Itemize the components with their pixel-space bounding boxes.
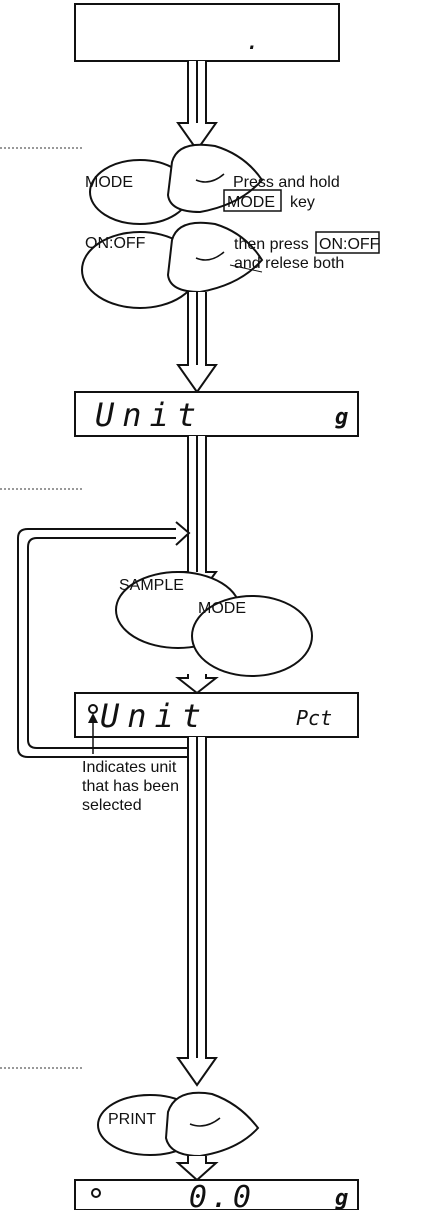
mode-key-box bbox=[223, 189, 282, 212]
print-key-label: PRINT bbox=[108, 1111, 156, 1128]
arrow-4 bbox=[175, 674, 219, 695]
display-4: 0.0 g bbox=[74, 1179, 359, 1210]
display-2-text: Unit bbox=[95, 396, 204, 434]
sample-key-label: SAMPLE bbox=[119, 577, 184, 594]
mode-key-label: MODE bbox=[85, 174, 133, 191]
indicator-note: Indicates unit that has been selected bbox=[82, 713, 179, 814]
display-3: Unit Pct bbox=[74, 692, 359, 738]
instruction-b-line2: and relese both bbox=[234, 255, 344, 272]
display-4-unit: g bbox=[335, 1186, 348, 1210]
display-2: Unit g bbox=[74, 391, 359, 437]
arrow-2 bbox=[176, 292, 218, 394]
instruction-b-key: ON:OFF bbox=[319, 236, 380, 253]
display-4-value: 0.0 bbox=[189, 1180, 255, 1210]
note-line-1: Indicates unit bbox=[82, 759, 177, 776]
mode-key-2-shape bbox=[191, 595, 313, 677]
display-3-unit: Pct bbox=[296, 706, 332, 730]
step-3-keys: PRINT bbox=[97, 1091, 260, 1158]
step-1-keys: MODE ON:OFF bbox=[81, 143, 264, 309]
display-1: . bbox=[74, 3, 340, 62]
display-3-text: Unit bbox=[100, 697, 209, 735]
loop-back-arrow bbox=[17, 521, 197, 758]
instruction-a-key: MODE bbox=[227, 194, 275, 211]
finger-1 bbox=[166, 143, 264, 214]
instruction-a-suffix: key bbox=[290, 194, 315, 211]
mode-key-2-label: MODE bbox=[198, 600, 246, 617]
onoff-key-label: ON:OFF bbox=[85, 235, 146, 252]
display-2-unit: g bbox=[335, 405, 348, 430]
arrow-5 bbox=[176, 737, 218, 1087]
instruction-a: Press and hold bbox=[233, 174, 340, 191]
note-line-3: selected bbox=[82, 797, 142, 814]
display-1-dot: . bbox=[246, 27, 260, 55]
step-1-instructions: Press and hold MODE key then press ON:OF… bbox=[223, 174, 380, 272]
instruction-b-prefix: then press bbox=[234, 236, 309, 253]
note-line-2: that has been bbox=[82, 778, 179, 795]
display-4-indicator-icon bbox=[91, 1188, 101, 1198]
finger-3 bbox=[164, 1091, 260, 1158]
step-2-keys: SAMPLE MODE bbox=[115, 571, 313, 677]
onoff-key-box bbox=[315, 231, 380, 254]
arrow-1 bbox=[176, 61, 218, 152]
arrow-6 bbox=[175, 1156, 219, 1182]
